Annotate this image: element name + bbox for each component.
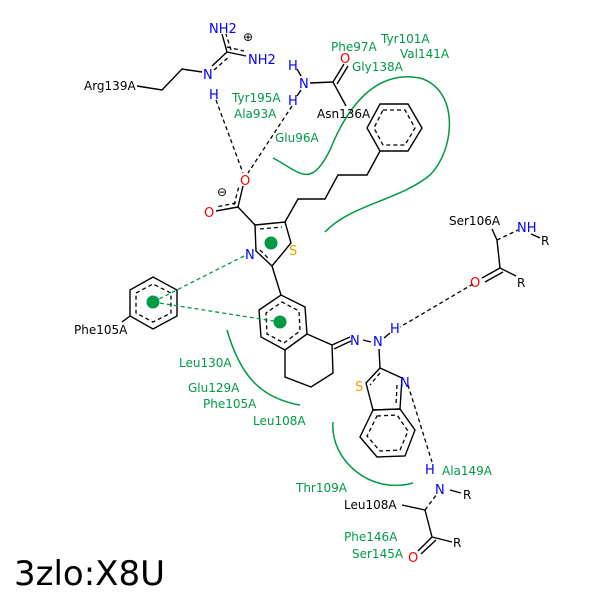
residue-label-arg139: Arg139A [84, 79, 136, 93]
hydrophobic-label-ala93: Ala93A [234, 107, 277, 121]
arg139-residue: Arg139A N H NH2 NH2 ⊕ [84, 22, 276, 103]
phe105-residue: Phe105A [74, 253, 281, 337]
atom-h: H [288, 59, 298, 74]
hydrophobic-label-ala149: Ala149A [442, 464, 493, 478]
atom-h: H [390, 322, 400, 337]
hydrophobic-label-tyr195: Tyr195A [231, 91, 281, 105]
hydrophobic-label-val141: Val141A [400, 47, 450, 61]
diagram-title: 3zlo:X8U [14, 554, 165, 594]
atom-r: R [517, 276, 525, 290]
hydrophobic-labels: Phe97A Tyr101A Val141A Gly138A Tyr195A A… [179, 32, 493, 561]
hydrophobic-label-ser145: Ser145A [352, 547, 404, 561]
hydrophobic-label-leu108: Leu108A [253, 414, 306, 428]
atom-n: N [373, 335, 383, 350]
hydrophobic-arc-top [272, 76, 451, 233]
atom-o: O [408, 551, 418, 566]
atom-n: N [435, 483, 445, 498]
leu108-residue: H N R Leu108A O R [344, 463, 471, 566]
ligand: O O ⊖ N S N N H N S [204, 103, 423, 458]
atom-n: N [203, 68, 213, 83]
hydrophobic-arc-left [226, 329, 301, 406]
atom-s: S [355, 380, 363, 395]
hydrophobic-label-phe97: Phe97A [331, 40, 377, 54]
atom-nh2: NH2 [209, 22, 237, 37]
atom-h: H [209, 88, 219, 103]
atom-o: O [340, 52, 350, 67]
ser106-residue: Ser106A NH R O R [449, 214, 549, 291]
atom-n: N [400, 376, 410, 391]
atom-o: O [240, 174, 250, 189]
atom-h: H [425, 463, 435, 478]
atom-r: R [541, 234, 549, 248]
residue-label-phe105: Phe105A [74, 323, 128, 337]
hydrophobic-label-leu130: Leu130A [179, 356, 232, 370]
residue-label-asn136: Asn136A [317, 107, 371, 121]
atom-nh2: NH2 [248, 53, 276, 68]
atom-n: N [350, 334, 360, 349]
hbond-asn136 [247, 105, 293, 174]
hydrophobic-label-glu96: Glu96A [275, 131, 320, 145]
atom-nh: NH [517, 221, 537, 236]
atom-r: R [453, 536, 461, 550]
hydrophobic-label-glu129: Glu129A [188, 381, 240, 395]
atom-s: S [289, 244, 297, 259]
atom-o: O [204, 206, 214, 221]
hydrophobic-label-gly138: Gly138A [352, 60, 404, 74]
hbond-arg139 [215, 99, 244, 174]
hbond-leu108 [407, 384, 433, 463]
hydrophobic-label-thr109: Thr109A [295, 481, 348, 495]
atom-o: O [470, 276, 480, 291]
hydrophobic-label-phe146: Phe146A [344, 530, 398, 544]
hbond-ser106 [399, 283, 474, 328]
residue-label-leu108: Leu108A [344, 498, 397, 512]
atom-r: R [463, 488, 471, 502]
positive-charge-icon: ⊕ [243, 30, 253, 44]
atom-n: N [299, 77, 309, 92]
hydrophobic-label-phe105: Phe105A [203, 397, 257, 411]
atom-h: H [288, 94, 298, 109]
residue-label-ser106: Ser106A [449, 214, 501, 228]
hydrophobic-label-tyr101: Tyr101A [380, 32, 430, 46]
hydrophobic-arc-bottom [332, 421, 414, 487]
negative-charge-icon: ⊖ [217, 185, 227, 199]
asn136-residue: N H H O Asn136A [288, 52, 371, 121]
aromatic-center-icon [264, 236, 278, 250]
atom-n: N [245, 248, 255, 263]
